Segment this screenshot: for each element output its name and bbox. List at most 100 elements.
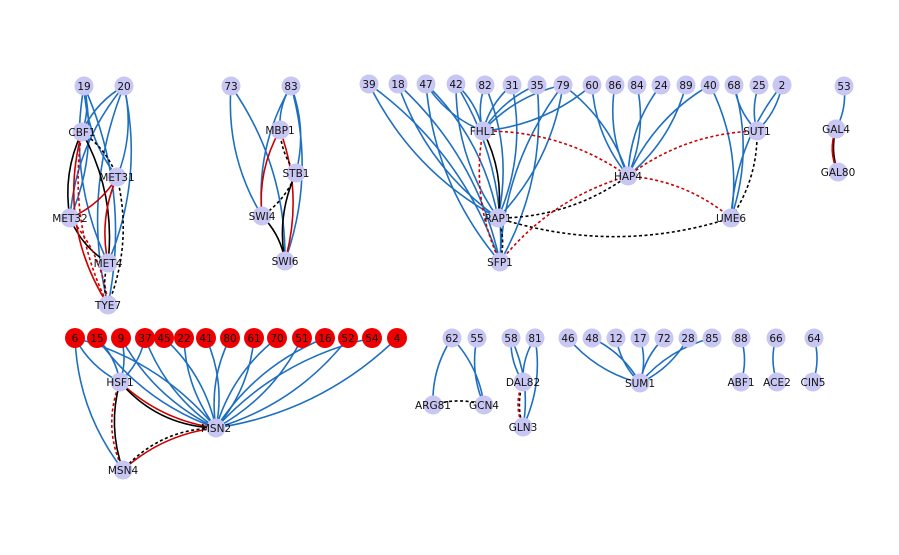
edge-n80-msn2 bbox=[213, 337, 231, 429]
node-label: TYE7 bbox=[94, 300, 121, 312]
node-84: 84 bbox=[627, 75, 647, 95]
node-80: 80 bbox=[220, 328, 240, 348]
node-circle bbox=[678, 328, 698, 348]
node-circle bbox=[828, 162, 848, 182]
node-62: 62 bbox=[442, 328, 462, 348]
node-label: FHL1 bbox=[470, 126, 496, 138]
node-circle bbox=[513, 417, 533, 437]
edge-hap4-ume6 bbox=[627, 175, 732, 219]
node-58: 58 bbox=[501, 328, 521, 348]
edge-n86-hap4 bbox=[611, 84, 629, 177]
node-circle bbox=[654, 328, 674, 348]
node-label: 19 bbox=[77, 81, 90, 93]
node-circle bbox=[65, 328, 85, 348]
node-70: 70 bbox=[267, 328, 287, 348]
node-label: 70 bbox=[270, 333, 283, 345]
node-label: 22 bbox=[177, 333, 190, 345]
edge-n35-sfp1 bbox=[499, 84, 540, 263]
edge-mbp1-swi6 bbox=[279, 129, 294, 262]
node-msn4: MSN4 bbox=[108, 460, 138, 480]
node-label: 53 bbox=[837, 81, 850, 93]
node-circle bbox=[442, 328, 462, 348]
node-label: 64 bbox=[807, 333, 821, 345]
node-gal4: GAL4 bbox=[822, 119, 850, 139]
edge-n79-sfp1 bbox=[499, 84, 564, 263]
node-circle bbox=[72, 122, 92, 142]
edge-n40-ume6 bbox=[709, 84, 735, 219]
node-sum1: SUM1 bbox=[625, 373, 655, 393]
node-24: 24 bbox=[651, 75, 671, 95]
node-circle bbox=[490, 252, 510, 272]
node-6: 6 bbox=[65, 328, 85, 348]
node-label: ACE2 bbox=[763, 377, 791, 389]
node-79: 79 bbox=[553, 75, 573, 95]
node-20: 20 bbox=[114, 76, 134, 96]
node-label: CIN5 bbox=[801, 377, 826, 389]
node-gln3: GLN3 bbox=[509, 417, 537, 437]
edge-dal82-gln3 bbox=[518, 381, 524, 428]
node-label: 40 bbox=[703, 80, 716, 92]
node-55: 55 bbox=[467, 328, 487, 348]
node-88: 88 bbox=[731, 328, 751, 348]
node-25: 25 bbox=[749, 75, 769, 95]
node-circle bbox=[292, 328, 312, 348]
node-circle bbox=[475, 75, 495, 95]
node-label: 83 bbox=[284, 81, 297, 93]
node-circle bbox=[627, 75, 647, 95]
edge-n9-msn2 bbox=[120, 337, 217, 429]
node-66: 66 bbox=[766, 328, 786, 348]
node-sfp1: SFP1 bbox=[487, 252, 513, 272]
node-label: 20 bbox=[117, 81, 130, 93]
edge-hsf1-msn2 bbox=[119, 381, 217, 429]
node-label: 81 bbox=[528, 333, 541, 345]
edge-msn2-msn4 bbox=[122, 427, 217, 471]
node-circle bbox=[281, 76, 301, 96]
node-42: 42 bbox=[446, 74, 466, 94]
edge-rap1-ume6 bbox=[497, 217, 732, 238]
node-label: 79 bbox=[556, 80, 569, 92]
node-label: 31 bbox=[505, 80, 518, 92]
node-circle bbox=[605, 75, 625, 95]
node-39: 39 bbox=[359, 74, 379, 94]
node-45: 45 bbox=[154, 328, 174, 348]
node-circle bbox=[387, 328, 407, 348]
node-circle bbox=[267, 328, 287, 348]
node-circle bbox=[252, 206, 272, 226]
node-label: GAL4 bbox=[822, 124, 850, 136]
node-circle bbox=[700, 75, 720, 95]
edge-n62-arg81 bbox=[432, 337, 453, 406]
node-31: 31 bbox=[502, 75, 522, 95]
node-circle bbox=[446, 74, 466, 94]
node-circle bbox=[527, 75, 547, 95]
edge-n37-msn2 bbox=[144, 337, 217, 429]
node-label: 54 bbox=[365, 333, 379, 345]
node-circle bbox=[630, 373, 650, 393]
node-cbf1: CBF1 bbox=[68, 122, 96, 142]
node-circle bbox=[244, 328, 264, 348]
node-circle bbox=[721, 208, 741, 228]
edge-n60-hap4 bbox=[591, 84, 629, 177]
node-circle bbox=[553, 75, 573, 95]
node-circle bbox=[772, 75, 792, 95]
node-40: 40 bbox=[700, 75, 720, 95]
node-circle bbox=[488, 208, 508, 228]
node-label: 25 bbox=[752, 80, 765, 92]
node-label: 72 bbox=[657, 333, 670, 345]
node-label: 84 bbox=[630, 80, 644, 92]
node-label: 82 bbox=[478, 80, 491, 92]
edge-msn2-msn4 bbox=[122, 427, 217, 471]
edge-n47-sfp1 bbox=[425, 83, 501, 263]
edge-n82-rap1 bbox=[484, 84, 504, 219]
node-circle bbox=[206, 418, 226, 438]
node-label: 17 bbox=[633, 333, 646, 345]
node-circle bbox=[275, 251, 295, 271]
node-label: RAP1 bbox=[484, 213, 511, 225]
node-22: 22 bbox=[174, 328, 194, 348]
node-label: 16 bbox=[318, 333, 332, 345]
edge-fhl1-sfp1 bbox=[478, 130, 501, 263]
node-label: GAL80 bbox=[821, 167, 856, 179]
node-label: GCN4 bbox=[469, 400, 499, 412]
node-48: 48 bbox=[582, 328, 602, 348]
